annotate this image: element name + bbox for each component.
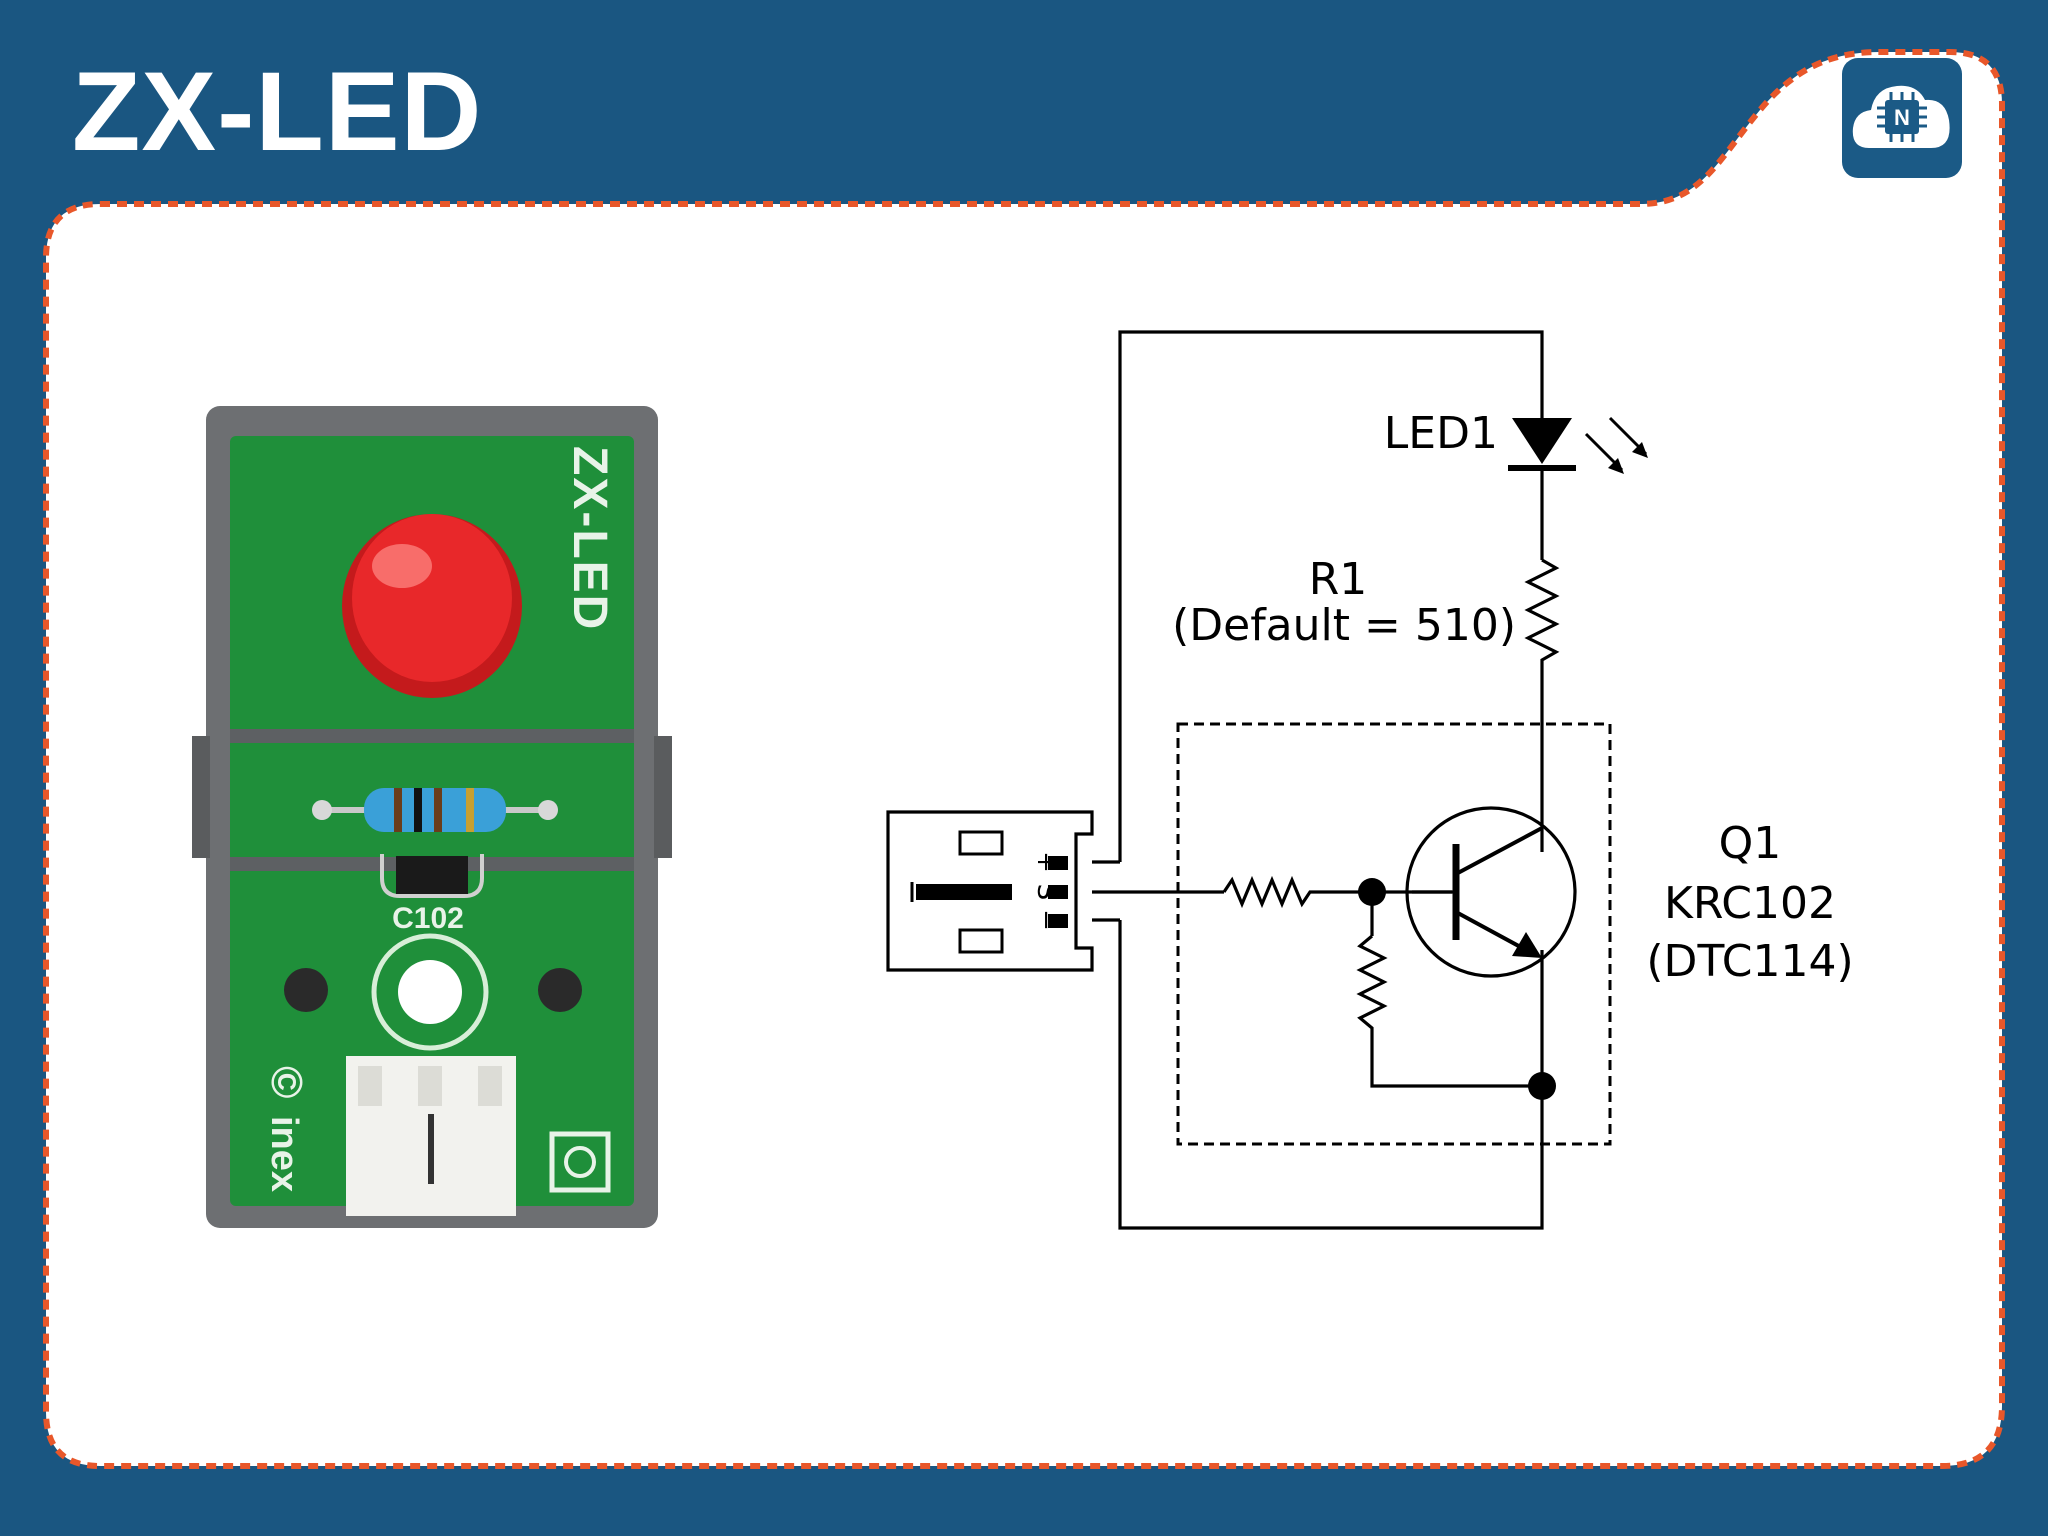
mounting-hole-left — [284, 968, 328, 1012]
led-symbol — [1508, 416, 1648, 474]
pin-label-plus: + — [1031, 851, 1061, 873]
resistor-r1 — [1524, 558, 1560, 820]
led-label: LED1 — [1384, 408, 1498, 459]
connector-symbol — [886, 810, 1094, 972]
resistor-component — [312, 788, 558, 832]
jst-connector — [346, 1056, 516, 1216]
square-pad — [549, 1131, 611, 1193]
transistor-component — [380, 854, 484, 898]
part-marking: C102 — [392, 902, 464, 935]
transistor-part: KRC102 — [1664, 878, 1836, 929]
silkscreen-name: ZX-LED — [563, 446, 616, 631]
base-resistor — [1222, 875, 1372, 909]
chip-cloud-icon: N — [1852, 85, 1950, 148]
transistor-alt-part: (DTC114) — [1646, 936, 1853, 987]
pin-label-signal: S — [1031, 884, 1061, 901]
transistor-label: Q1 — [1719, 818, 1782, 869]
resistor-label: R1 — [1309, 554, 1368, 605]
resistor-value: (Default = 510) — [1172, 600, 1516, 651]
wire-top — [1118, 330, 1544, 862]
logo-letter: N — [1894, 105, 1910, 130]
copyright-symbol: © — [262, 1066, 311, 1098]
mounting-hole-right — [538, 968, 582, 1012]
junction-emitter — [1528, 1072, 1556, 1100]
red-led — [342, 514, 522, 698]
pin-label-minus: − — [1031, 909, 1061, 931]
wire-bottom — [1118, 920, 1544, 1230]
brand-text: inex — [263, 1116, 305, 1192]
transistor-package-outline — [1176, 722, 1612, 1146]
page-title: ZX-LED — [72, 49, 483, 174]
circuit-schematic: + S − LED1 R1 (Default = 510) Q1 KRC102 … — [852, 284, 1876, 1270]
junction-base — [1358, 878, 1386, 906]
board-photo: C102 ZX-LED © inex — [96, 296, 788, 1292]
center-hole — [398, 960, 462, 1024]
bias-resistor — [1356, 934, 1542, 1088]
transistor-q1 — [1405, 806, 1577, 978]
logo: N — [1842, 58, 1962, 178]
